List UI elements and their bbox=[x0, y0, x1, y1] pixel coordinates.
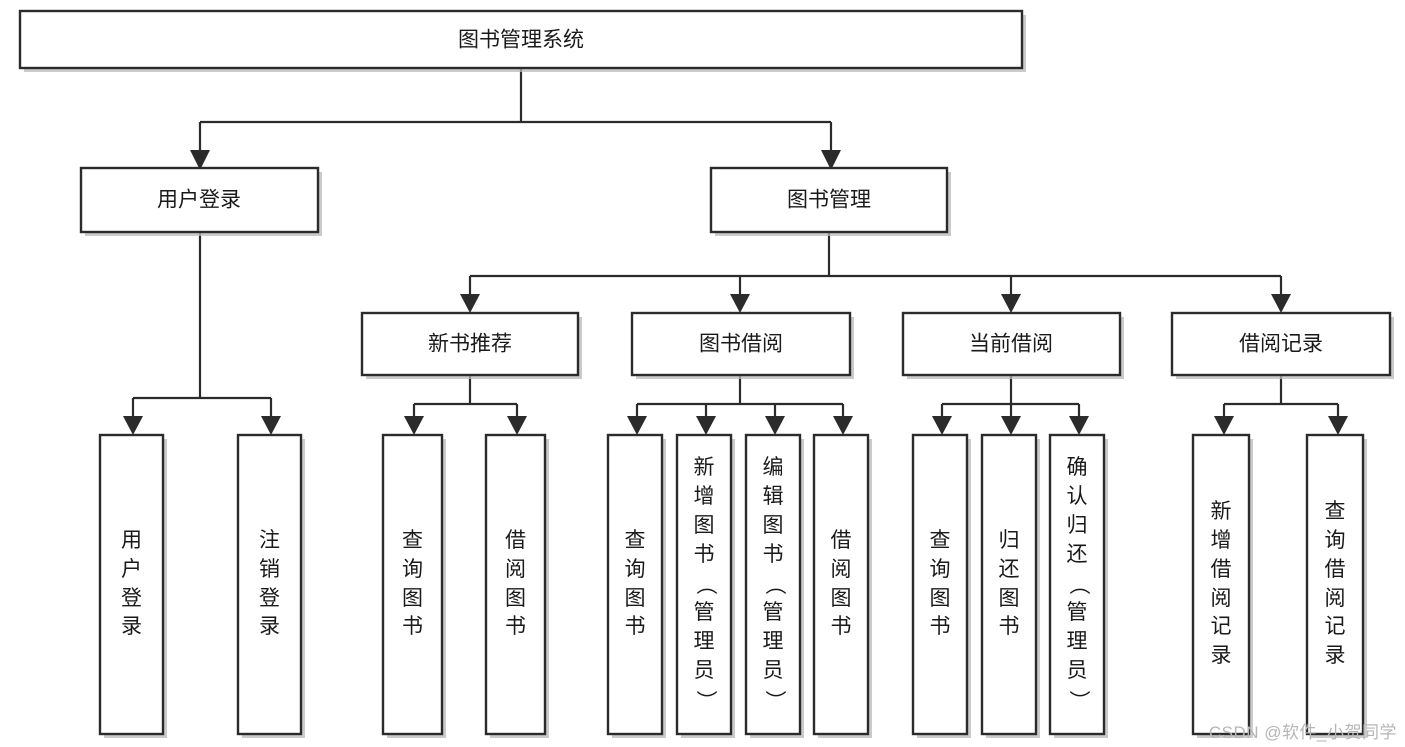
node-leaf-add-record[interactable] bbox=[1191, 433, 1253, 738]
node-leaf-borrow-book-2[interactable] bbox=[812, 433, 872, 738]
node-leaf-user-logout[interactable] bbox=[236, 433, 305, 738]
node-new-book-recommend-label: 新书推荐 bbox=[428, 333, 512, 356]
connectors-borrowrecord-to-leaves bbox=[1214, 375, 1348, 435]
node-root-label: 图书管理系统 bbox=[458, 29, 584, 52]
node-user-login[interactable]: 用户登录 bbox=[79, 166, 322, 236]
node-leaf-confirm-return[interactable] bbox=[1048, 433, 1108, 738]
node-leaf-add-book[interactable] bbox=[675, 433, 735, 738]
node-root[interactable]: 图书管理系统 bbox=[18, 9, 1026, 72]
node-leaf-edit-book[interactable] bbox=[744, 433, 804, 738]
node-leaf-return-book[interactable] bbox=[980, 433, 1040, 738]
connectors-currentborrow-to-leaves bbox=[932, 375, 1089, 435]
node-current-borrow[interactable]: 当前借阅 bbox=[901, 311, 1124, 379]
node-borrow-record-label: 借阅记录 bbox=[1239, 333, 1323, 356]
node-book-management-label: 图书管理 bbox=[787, 189, 871, 212]
node-leaf-query-book-2[interactable] bbox=[606, 433, 666, 738]
node-current-borrow-label: 当前借阅 bbox=[969, 333, 1053, 356]
csdn-watermark: CSDN @软件_小贺同学 bbox=[1208, 723, 1397, 742]
node-leaf-user-login[interactable] bbox=[98, 433, 167, 738]
node-new-book-recommend[interactable]: 新书推荐 bbox=[360, 311, 582, 379]
connectors-bookborrow-to-leaves bbox=[627, 375, 853, 435]
node-leaf-query-book-1[interactable] bbox=[381, 433, 446, 738]
connectors-userlogin-to-leaves bbox=[123, 232, 281, 435]
node-leaf-borrow-book-1[interactable] bbox=[484, 433, 549, 738]
connectors-bookmanagement-to-level3 bbox=[460, 232, 1291, 313]
connectors-root-to-level2 bbox=[190, 68, 841, 170]
node-book-borrow[interactable]: 图书借阅 bbox=[630, 311, 854, 379]
node-leaf-query-record[interactable] bbox=[1305, 433, 1367, 738]
connectors-newbook-to-leaves bbox=[404, 375, 527, 435]
node-borrow-record[interactable]: 借阅记录 bbox=[1170, 311, 1394, 379]
node-book-management[interactable]: 图书管理 bbox=[709, 166, 951, 236]
node-user-login-label: 用户登录 bbox=[157, 189, 241, 212]
node-book-borrow-label: 图书借阅 bbox=[699, 333, 783, 356]
node-leaf-query-book-3[interactable] bbox=[911, 433, 971, 738]
